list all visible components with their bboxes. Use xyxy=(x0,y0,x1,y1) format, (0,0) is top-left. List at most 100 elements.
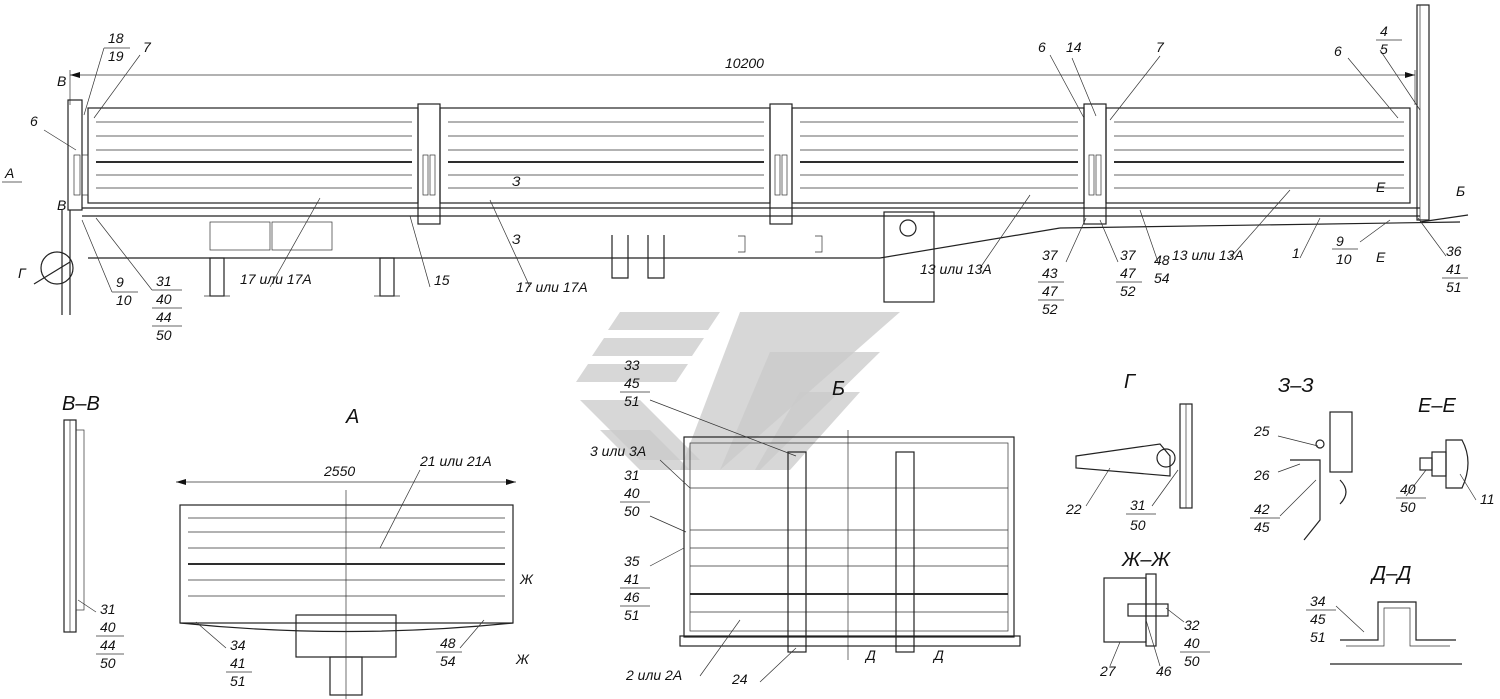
section-mark-d-right: Д xyxy=(932,647,944,663)
view-title-b: Б xyxy=(832,378,845,400)
svg-text:52: 52 xyxy=(1120,283,1136,299)
svg-text:43: 43 xyxy=(1042,265,1058,281)
svg-text:50: 50 xyxy=(1400,499,1416,515)
view-title-ee: Е–Е xyxy=(1418,395,1456,417)
section-mark-d-left: Д xyxy=(864,647,876,663)
svg-text:36: 36 xyxy=(1446,243,1462,259)
section-mark-zh-bottom: Ж xyxy=(515,651,530,667)
view-zz: З–З 25 26 42 45 xyxy=(1250,375,1353,541)
svg-text:21 или 21А: 21 или 21А xyxy=(419,453,492,469)
callout-21: 21 или 21А xyxy=(379,453,492,549)
svg-text:1: 1 xyxy=(1292,245,1300,261)
svg-text:6: 6 xyxy=(1334,43,1342,59)
callout-34-45-51-d: 34 45 51 xyxy=(1306,593,1365,645)
callout-6-right: 6 xyxy=(1334,43,1399,119)
section-mark-e-top: Е xyxy=(1376,179,1386,195)
svg-text:50: 50 xyxy=(1130,517,1146,533)
callout-31-40-44-50: 31 40 44 50 xyxy=(95,217,182,343)
svg-text:25: 25 xyxy=(1253,423,1270,439)
svg-text:7: 7 xyxy=(1156,39,1165,55)
callout-27: 27 xyxy=(1099,641,1121,679)
svg-text:24: 24 xyxy=(731,671,748,687)
svg-text:42: 42 xyxy=(1254,501,1270,517)
svg-text:4: 4 xyxy=(1380,23,1388,39)
callout-25: 25 xyxy=(1253,423,1319,447)
svg-text:41: 41 xyxy=(624,571,640,587)
callout-17-mid: 17 или 17А xyxy=(489,199,588,295)
callout-11: 11 xyxy=(1459,473,1495,507)
svg-text:54: 54 xyxy=(440,653,456,669)
callout-7-left: 7 xyxy=(93,39,152,119)
svg-text:37: 37 xyxy=(1120,247,1137,263)
svg-text:44: 44 xyxy=(156,309,172,325)
callout-48-54-a: 48 54 xyxy=(436,619,485,669)
section-mark-z-top: З xyxy=(512,173,521,189)
callout-26: 26 xyxy=(1253,463,1301,483)
svg-text:6: 6 xyxy=(1038,39,1046,55)
callout-31-40-50-b: 31 40 50 xyxy=(620,467,687,533)
callout-2: 2 или 2А xyxy=(625,619,741,683)
view-arrow-a: А xyxy=(4,165,14,181)
view-title-g: Г xyxy=(1124,371,1137,393)
svg-text:27: 27 xyxy=(1099,663,1117,679)
section-mark-e-bottom: Е xyxy=(1376,249,1386,265)
view-title-a: А xyxy=(345,406,359,428)
callout-48-54: 48 54 xyxy=(1139,209,1170,286)
callout-37-47-52: 37 47 52 xyxy=(1099,219,1142,299)
svg-text:51: 51 xyxy=(1446,279,1462,295)
svg-text:40: 40 xyxy=(100,619,116,635)
svg-text:9: 9 xyxy=(1336,233,1344,249)
svg-text:5: 5 xyxy=(1380,41,1388,57)
svg-text:40: 40 xyxy=(156,291,172,307)
svg-text:50: 50 xyxy=(624,503,640,519)
section-mark-z-bottom: З xyxy=(512,231,521,247)
view-title-zhzh: Ж–Ж xyxy=(1121,549,1171,571)
callout-4-5: 4 5 xyxy=(1376,23,1421,111)
callout-22: 22 xyxy=(1065,467,1111,517)
callout-6-mid: 6 xyxy=(1038,39,1085,119)
side-panel-1 xyxy=(87,107,419,204)
svg-text:11: 11 xyxy=(1480,491,1495,507)
svg-text:48: 48 xyxy=(440,635,456,651)
svg-text:14: 14 xyxy=(1066,39,1082,55)
main-side-view: 10200 xyxy=(2,4,1469,343)
section-mark-v-top: В xyxy=(57,73,66,89)
svg-text:41: 41 xyxy=(1446,261,1462,277)
view-dd: Д–Д 34 45 51 xyxy=(1306,563,1462,665)
svg-text:31: 31 xyxy=(100,601,116,617)
svg-text:40: 40 xyxy=(1400,481,1416,497)
svg-text:40: 40 xyxy=(1184,635,1200,651)
view-title-zz: З–З xyxy=(1278,375,1314,397)
svg-text:2 или 2А: 2 или 2А xyxy=(625,667,682,683)
svg-text:32: 32 xyxy=(1184,617,1200,633)
svg-text:13 или 13А: 13 или 13А xyxy=(920,261,992,277)
view-title-dd: Д–Д xyxy=(1370,563,1411,585)
svg-text:15: 15 xyxy=(434,272,450,288)
svg-text:17 или 17А: 17 или 17А xyxy=(240,271,312,287)
svg-text:46: 46 xyxy=(1156,663,1172,679)
view-title-vv: В–В xyxy=(62,393,100,415)
callout-9-10-right: 9 10 xyxy=(1332,219,1391,267)
svg-text:47: 47 xyxy=(1042,283,1059,299)
view-arrow-b: Б xyxy=(1456,183,1465,199)
svg-text:47: 47 xyxy=(1120,265,1137,281)
view-g: Г 22 31 50 xyxy=(1065,371,1193,533)
svg-text:37: 37 xyxy=(1042,247,1059,263)
callout-42-45: 42 45 xyxy=(1250,479,1317,535)
svg-text:45: 45 xyxy=(1310,611,1326,627)
svg-text:34: 34 xyxy=(1310,593,1326,609)
section-mark-zh-top: Ж xyxy=(519,571,534,587)
svg-text:31: 31 xyxy=(156,273,172,289)
svg-text:10: 10 xyxy=(1336,251,1352,267)
side-panel-4 xyxy=(1105,107,1411,204)
callout-35-41-46-51: 35 41 46 51 xyxy=(620,547,685,623)
svg-text:41: 41 xyxy=(230,655,246,671)
callout-14: 14 xyxy=(1066,39,1097,117)
callout-vv-stack: 31 40 44 50 xyxy=(77,599,124,671)
callout-46-zh: 46 xyxy=(1145,619,1172,679)
svg-text:40: 40 xyxy=(624,485,640,501)
svg-text:35: 35 xyxy=(624,553,640,569)
svg-text:46: 46 xyxy=(624,589,640,605)
callout-34-41-51-a: 34 41 51 xyxy=(195,621,252,689)
